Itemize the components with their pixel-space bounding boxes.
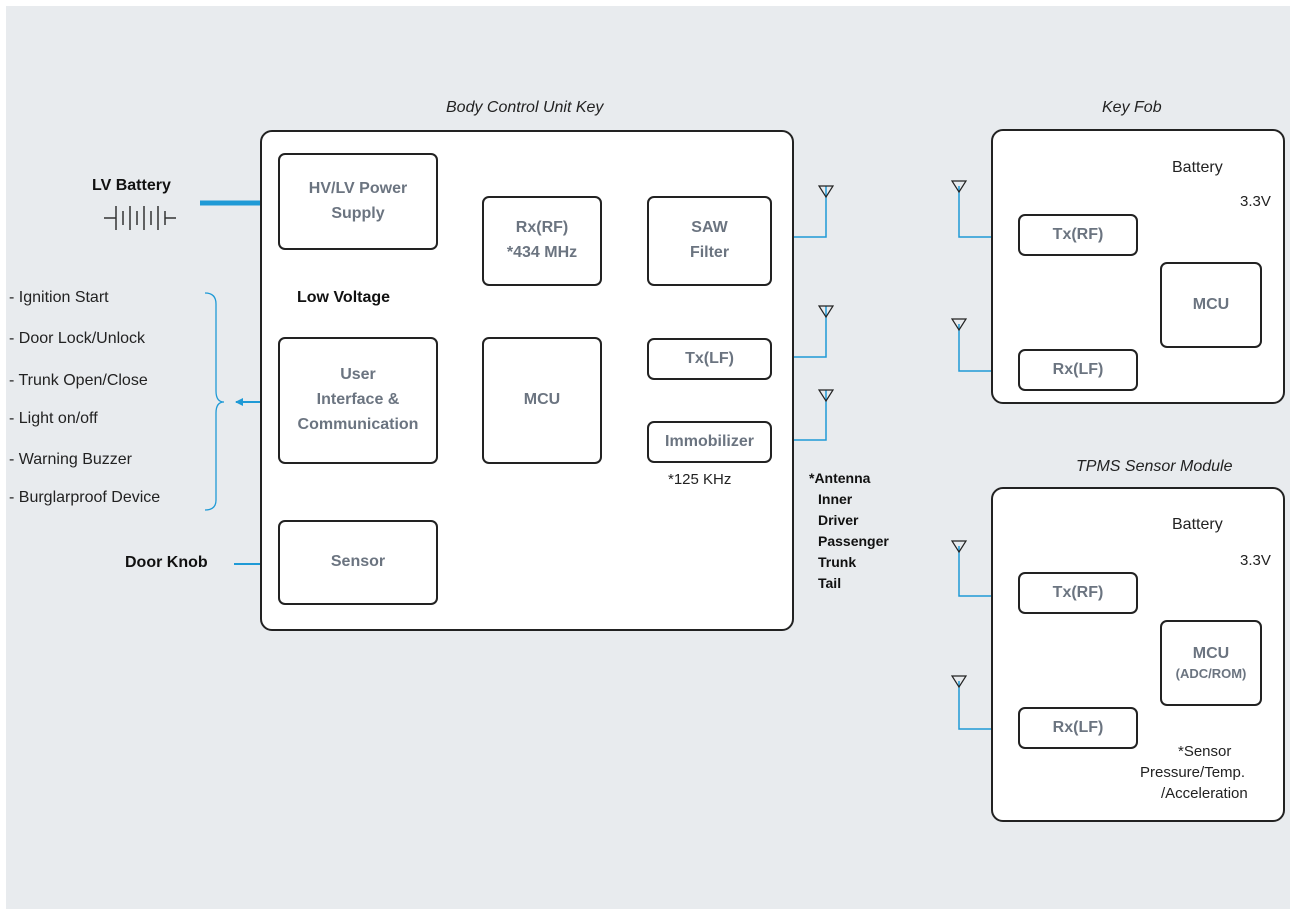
tpms-sensor-note: /Acceleration	[1161, 785, 1248, 802]
tx-lf-box: Tx(LF)	[647, 338, 772, 380]
tpms-tx-rf-box: Tx(RF)	[1018, 572, 1138, 614]
antenna-note-item: Trunk	[818, 554, 857, 570]
tpms-sensor-note: Pressure/Temp.	[1140, 764, 1246, 781]
keyfob-voltage-label: 3.3V	[1240, 193, 1271, 210]
immobilizer-box: Immobilizer	[647, 421, 772, 463]
tpms-mcu-box: MCU (ADC/ROM)	[1160, 620, 1262, 706]
bcu-title: Body Control Unit Key	[446, 99, 604, 116]
keyfob-tx-rf-box: Tx(RF)	[1018, 214, 1138, 256]
function-item: - Trunk Open/Close	[9, 372, 148, 389]
keyfob-title: Key Fob	[1102, 99, 1162, 116]
function-item: - Ignition Start	[9, 289, 109, 306]
antenna-note-item: Passenger	[818, 533, 889, 549]
function-item: - Warning Buzzer	[9, 451, 132, 468]
antenna-note-heading: *Antenna	[809, 470, 871, 486]
keyfob-rx-lf-box: Rx(LF)	[1018, 349, 1138, 391]
function-item: - Door Lock/Unlock	[9, 330, 146, 347]
antenna-note-item: Tail	[818, 575, 842, 591]
keyfob-battery-label: Battery	[1172, 159, 1223, 176]
keyfob-mcu-box: MCU	[1160, 262, 1262, 348]
saw-filter-box: SAW Filter	[647, 196, 772, 286]
battery-symbol	[104, 206, 176, 230]
mcu-box: MCU	[482, 337, 602, 464]
lv-battery-label: LV Battery	[92, 177, 171, 194]
low-voltage-label: Low Voltage	[297, 289, 391, 306]
functions-bracket	[204, 292, 225, 511]
tpms-voltage-label: 3.3V	[1240, 552, 1271, 569]
function-item: - Light on/off	[9, 410, 98, 427]
tpms-sensor-note: *Sensor	[1178, 743, 1232, 760]
antenna-note-item: Inner	[818, 491, 853, 507]
freq-125-label: *125 KHz	[668, 471, 732, 488]
tpms-battery-label: Battery	[1172, 516, 1223, 533]
function-item: - Burglarproof Device	[9, 489, 161, 506]
tpms-rx-lf-box: Rx(LF)	[1018, 707, 1138, 749]
door-knob-label: Door Knob	[125, 554, 208, 571]
rx-rf-box: Rx(RF) *434 MHz	[482, 196, 602, 286]
sensor-box: Sensor	[278, 520, 438, 605]
diagram-canvas: Body Control Unit Key Key Fob TPMS Senso…	[6, 6, 1290, 909]
tpms-title: TPMS Sensor Module	[1076, 458, 1233, 475]
antenna-note-item: Driver	[818, 512, 859, 528]
user-interface-box: User Interface & Communication	[278, 337, 438, 464]
power-supply-box: HV/LV Power Supply	[278, 153, 438, 250]
